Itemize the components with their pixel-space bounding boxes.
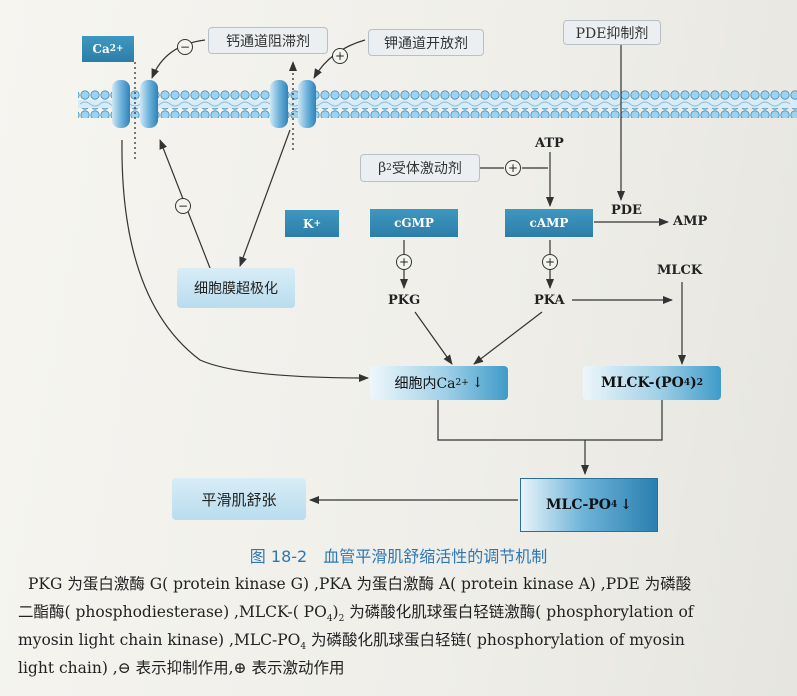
caption-line-3-sub: 4 bbox=[300, 642, 307, 653]
activate-sign: + bbox=[332, 48, 348, 64]
caption-line-3: myosin light chain kinase) ,MLC-PO4 为磷酸化… bbox=[18, 628, 685, 652]
ca-channel bbox=[112, 80, 158, 128]
caption-line-2-sub2: 2 bbox=[338, 614, 345, 625]
caption-line-4: light chain) ,⊖ 表示抑制作用,⊕ 表示激动作用 bbox=[18, 656, 344, 678]
activate-sign: + bbox=[396, 254, 412, 270]
caption-line-3-text-a: myosin light chain kinase) ,MLC-PO bbox=[18, 631, 301, 649]
mlck-label: MLCK bbox=[657, 263, 703, 278]
relaxation-text: 平滑肌舒张 bbox=[201, 490, 277, 509]
mlck-po4-text: MLCK-(PO bbox=[601, 375, 684, 391]
cgmp-box: cGMP bbox=[370, 209, 458, 237]
ca-channel-blocker-text: 钙通道阻滞剂 bbox=[226, 33, 310, 50]
caption-line-1-text: PKG 为蛋白激酶 G( protein kinase G) ,PKA 为蛋白激… bbox=[28, 575, 692, 593]
hyperpolarization-box: 细胞膜超极化 bbox=[177, 268, 295, 308]
k-channel-opener-box: 钾通道开放剂 bbox=[368, 29, 484, 56]
caption-line-1: PKG 为蛋白激酶 G( protein kinase G) ,PKA 为蛋白激… bbox=[28, 572, 691, 594]
k-channel-opener-text: 钾通道开放剂 bbox=[384, 35, 468, 52]
relaxation-box: 平滑肌舒张 bbox=[172, 478, 306, 520]
intracellular-ca-charge: 2+ bbox=[455, 378, 469, 388]
caption-line-4-text: light chain) ,⊖ 表示抑制作用,⊕ 表示激动作用 bbox=[18, 659, 345, 677]
intracellular-ca-down-arrow: ↓ bbox=[471, 375, 484, 391]
caption-line-2: 二酯酶( phosphodiesterase) ,MLCK-( PO4)2 为磷… bbox=[18, 600, 694, 624]
activate-sign-text: + bbox=[507, 161, 519, 175]
caption-line-2-text-a: 二酯酶( phosphodiesterase) ,MLCK-( PO bbox=[18, 603, 327, 621]
activate-sign: + bbox=[542, 254, 558, 270]
camp-text: cAMP bbox=[529, 216, 569, 230]
caption-line-2-text-b: ) bbox=[332, 603, 339, 621]
k-channel bbox=[270, 80, 316, 128]
k-ion-text: K bbox=[303, 216, 314, 231]
ca-channel-blocker-box: 钙通道阻滞剂 bbox=[208, 27, 328, 54]
figure-title: 图 18-2 血管平滑肌舒缩活性的调节机制 bbox=[249, 547, 548, 566]
beta2-agonist-base: β bbox=[378, 160, 387, 176]
intracellular-ca-text: 细胞内Ca bbox=[394, 376, 456, 392]
ca-ion-charge: 2+ bbox=[109, 44, 124, 54]
mlc-po4-sub: 4 bbox=[611, 500, 618, 510]
cgmp-text: cGMP bbox=[394, 216, 434, 230]
pka-label: PKA bbox=[534, 293, 565, 308]
k-ion-label: K+ bbox=[285, 210, 339, 237]
inhibit-sign: − bbox=[177, 39, 193, 55]
pkg-label: PKG bbox=[388, 293, 421, 308]
inhibit-sign-text: − bbox=[179, 40, 191, 54]
pde-inhibitor-text: PDE抑制剂 bbox=[575, 25, 649, 42]
activate-sign-text: + bbox=[544, 255, 556, 269]
atp-label: ATP bbox=[535, 136, 564, 151]
ca-ion-text: Ca bbox=[92, 42, 110, 56]
activate-sign: + bbox=[505, 160, 521, 176]
cell-membrane bbox=[78, 90, 797, 118]
mlck-po4-sub2: 2 bbox=[696, 378, 703, 388]
pde-label: PDE bbox=[611, 203, 642, 218]
mlck-po4-sub: 4 bbox=[683, 378, 691, 388]
hyperpolarization-text: 细胞膜超极化 bbox=[194, 281, 278, 297]
mlc-po4-text: MLC-PO bbox=[545, 497, 612, 513]
inhibit-sign-text: − bbox=[177, 199, 189, 213]
inhibit-sign: − bbox=[175, 198, 191, 214]
caption-line-2-sub: 4 bbox=[326, 614, 333, 625]
camp-box: cAMP bbox=[505, 209, 593, 237]
amp-label: AMP bbox=[673, 214, 708, 229]
activate-sign-text: + bbox=[334, 49, 346, 63]
activate-sign-text: + bbox=[398, 255, 410, 269]
k-ion-charge: + bbox=[313, 218, 321, 229]
pde-inhibitor-box: PDE抑制剂 bbox=[563, 20, 661, 45]
beta2-agonist-rest: 受体激动剂 bbox=[391, 161, 462, 177]
mlck-po4-close: ) bbox=[690, 375, 697, 391]
mlc-po4-down-arrow: ↓ bbox=[620, 497, 633, 513]
caption-line-2-text-c: 为磷酸化肌球蛋白轻链激酶( phosphorylation of bbox=[344, 603, 694, 621]
beta2-agonist-sub: 2 bbox=[386, 163, 392, 173]
caption-line-3-text-b: 为磷酸化肌球蛋白轻链( phosphorylation of myosin bbox=[306, 631, 685, 649]
